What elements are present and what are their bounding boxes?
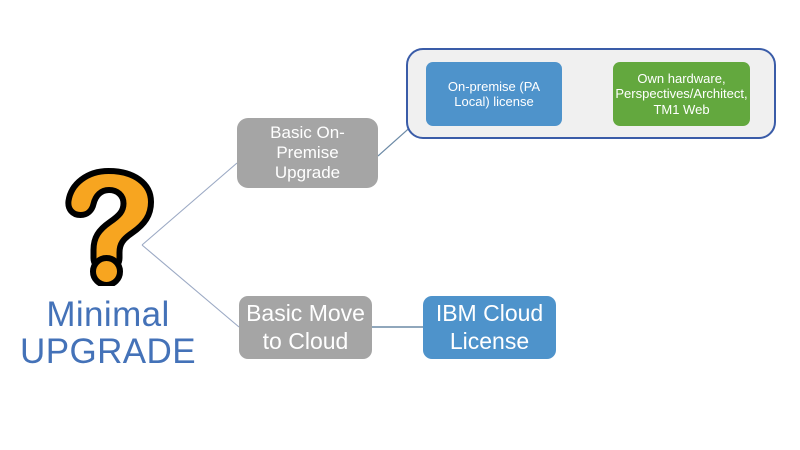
node-basic-move-to-cloud[interactable]: Basic Move to Cloud	[239, 296, 372, 359]
node-basic-on-premise-upgrade[interactable]: Basic On-Premise Upgrade	[237, 118, 378, 188]
node-ibm-cloud-license[interactable]: IBM Cloud License	[423, 296, 556, 359]
node-on-premise-license-label: On-premise (PA Local) license	[447, 78, 541, 109]
root-title-line-2: UPGRADE	[20, 332, 196, 372]
node-own-hardware[interactable]: Own hardware, Perspectives/Architect, TM…	[613, 62, 750, 126]
node-basic-move-to-cloud-label: Basic Move to Cloud	[246, 300, 365, 354]
root-title-line-1: Minimal	[46, 295, 170, 334]
node-on-premise-license[interactable]: On-premise (PA Local) license	[426, 62, 562, 126]
root-node: Minimal UPGRADE	[8, 168, 208, 370]
node-own-hardware-label: Own hardware, Perspectives/Architect, TM…	[615, 71, 748, 117]
node-ibm-cloud-license-label: IBM Cloud License	[435, 300, 544, 354]
question-mark-icon	[65, 168, 154, 286]
node-basic-on-premise-upgrade-label: Basic On-Premise Upgrade	[270, 122, 345, 183]
